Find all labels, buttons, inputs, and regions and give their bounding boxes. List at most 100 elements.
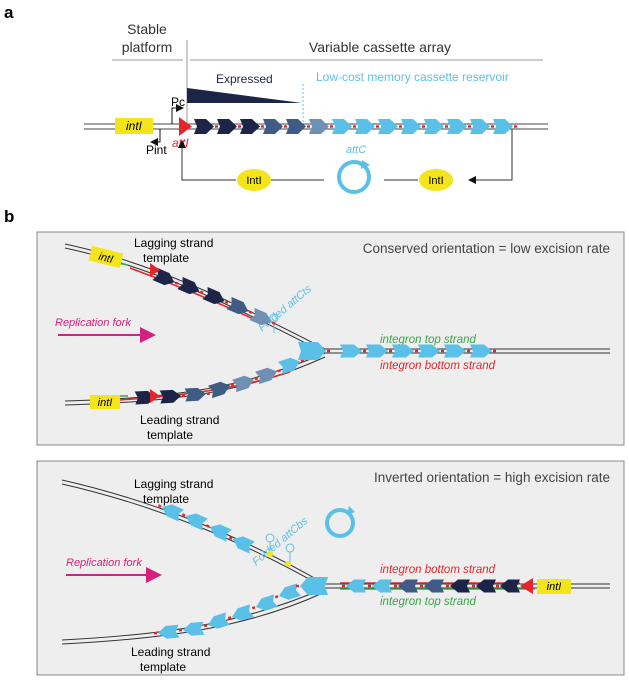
box1-lagging-label-2: template bbox=[143, 251, 189, 265]
box1-right-cassette-3 bbox=[418, 344, 440, 358]
box1-leading-cassette-1-attC-mark bbox=[181, 394, 186, 398]
box1-top-strand-label: integron top strand bbox=[380, 334, 477, 346]
box2-right-cassette-1 bbox=[372, 579, 392, 593]
box-inverted-bg bbox=[36, 460, 625, 676]
cassette-a-1-attC-mark bbox=[238, 125, 241, 128]
cassette-a-1 bbox=[217, 119, 237, 134]
loop-right-arrow bbox=[468, 129, 513, 184]
box1-lagging-cassette-3 bbox=[226, 297, 249, 315]
box2-excised-circle bbox=[325, 508, 355, 538]
box1-leading-cassette-2 bbox=[184, 387, 206, 402]
box1-leading-cassette-4 bbox=[231, 375, 254, 393]
box1-right-cassette-3-attC-mark bbox=[441, 349, 444, 353]
box1-lagging-cassette-4 bbox=[249, 308, 272, 326]
box2-right-cassette-0-attC-mark bbox=[342, 584, 345, 588]
stable-platform-label-1: Stable bbox=[127, 21, 167, 37]
box2-right-cassette-5 bbox=[476, 579, 496, 593]
box1-leading-cassette-2-attC-mark bbox=[206, 392, 211, 396]
box2-right-cassette-6-attC-mark bbox=[496, 584, 499, 588]
cassette-a-10 bbox=[424, 119, 444, 134]
box2-leading-cassette-0 bbox=[158, 624, 180, 639]
box2-lagging-cassette-0 bbox=[162, 504, 184, 522]
box2-lagging-cassette-1-attC-mark bbox=[181, 513, 186, 517]
box1-leading-label-1: Leading strand bbox=[140, 413, 219, 427]
cassette-a-2 bbox=[240, 119, 260, 134]
cassette-a-2-attC-mark bbox=[261, 125, 264, 128]
box1-attI-1 bbox=[150, 389, 160, 403]
box2-right-cassette-6 bbox=[500, 579, 520, 593]
box1-right-cassette-2 bbox=[392, 344, 414, 358]
box2-right-cassette-5-attC-mark bbox=[472, 584, 475, 588]
box1-lagging-cassette-3-attC-mark bbox=[248, 310, 253, 314]
cassette-a-5-attC-mark bbox=[330, 125, 333, 128]
box1-right-cassette-5 bbox=[470, 344, 492, 358]
box1-fork-label: Replication fork bbox=[55, 317, 131, 329]
box2-leading-label-1: Leading strand bbox=[131, 645, 210, 659]
box1-intI-lower: intI bbox=[90, 395, 120, 409]
box1-right-cassette-5-attC-mark bbox=[493, 349, 496, 353]
box2-bottom-strand-label: integron bottom strand bbox=[380, 564, 496, 576]
cassette-a-9-attC-mark bbox=[422, 125, 425, 128]
box1-lagging-cassette-0-attC-mark bbox=[174, 281, 179, 285]
box2-leading-cassette-5-attC-mark bbox=[274, 595, 279, 599]
box1-right-cassette-1 bbox=[366, 344, 388, 358]
cassette-a-8 bbox=[378, 119, 398, 134]
cassette-a-13-attC-mark bbox=[514, 125, 517, 128]
expression-gradient bbox=[187, 88, 302, 103]
box-inverted: Inverted orientation = high excision rat… bbox=[36, 460, 625, 676]
pc-label: Pc bbox=[171, 95, 185, 109]
intI-protein-2 bbox=[419, 169, 453, 191]
box1-right-cassette-1-attC-mark bbox=[389, 349, 392, 353]
panel-a: a Stable platform Variable cassette arra… bbox=[4, 3, 548, 194]
cassette-a-13 bbox=[493, 119, 513, 134]
cassette-a-8-attC-mark bbox=[399, 125, 402, 128]
box1-right-cassette-2-attC-mark bbox=[415, 349, 418, 353]
box2-right-cassette-4-attC-mark bbox=[446, 584, 449, 588]
box1-leading-cassette-5-attC-mark bbox=[277, 369, 282, 373]
box1-leading-cassette-5 bbox=[254, 367, 277, 385]
box2-leading-cassette-2-attC-mark bbox=[203, 624, 208, 628]
box1-bottom-strand-label: integron bottom strand bbox=[380, 360, 496, 372]
intI-protein-1-label: IntI bbox=[246, 175, 261, 187]
box2-leading-cassette-3 bbox=[232, 604, 254, 621]
box1-attI-0 bbox=[150, 263, 160, 277]
box2-fork-cassette bbox=[300, 577, 328, 595]
box2-lagging-cassette-2 bbox=[210, 524, 232, 542]
box2-right-cassette-0 bbox=[346, 579, 366, 593]
box2-lagging-label-1: Lagging strand bbox=[134, 477, 213, 491]
box2-attI bbox=[520, 578, 533, 594]
box2-title: Inverted orientation = high excision rat… bbox=[374, 470, 610, 485]
cassette-a-3-attC-mark bbox=[284, 125, 287, 128]
cassette-a-10-attC-mark bbox=[445, 125, 448, 128]
attI-site bbox=[179, 117, 192, 136]
box1-cassettes bbox=[134, 263, 496, 405]
box2-leading-cassette-5 bbox=[279, 583, 301, 600]
attI-label: attI bbox=[172, 136, 189, 150]
box2-leading-cassette-2 bbox=[208, 612, 230, 629]
box1-title: Conserved orientation = low excision rat… bbox=[363, 241, 610, 256]
box2-lagging-cassette-2-attC-mark bbox=[205, 524, 210, 528]
box1-lagging-cassette-4-attC-mark bbox=[271, 321, 276, 325]
svg-text:intI: intI bbox=[547, 581, 562, 593]
box1-leading-cassette-6 bbox=[277, 357, 300, 375]
box2-right-cassette-2 bbox=[398, 579, 418, 593]
box2-intI: intI bbox=[537, 579, 571, 594]
box2-right-cassette-4 bbox=[450, 579, 470, 593]
cassette-a-4 bbox=[286, 119, 306, 134]
panel-b-letter: b bbox=[4, 207, 14, 226]
box2-leading-label-2: template bbox=[140, 660, 186, 674]
box2-cassettes bbox=[153, 504, 520, 639]
box1-leading-cassette-4-attC-mark bbox=[254, 377, 259, 381]
box1-leading-cassette-1 bbox=[159, 389, 181, 404]
pc-promoter-arrow bbox=[171, 104, 184, 124]
box2-right-cassette-1-attC-mark bbox=[368, 584, 371, 588]
box2-right-cassette-2-attC-mark bbox=[394, 584, 397, 588]
box1-lagging-cassette-2-attC-mark bbox=[224, 300, 229, 304]
pint-promoter-arrow bbox=[150, 129, 161, 146]
box2-right-cassette-3-attC-mark bbox=[420, 584, 423, 588]
box2-top-strand-label: integron top strand bbox=[380, 596, 477, 608]
box1-fork-cassette bbox=[298, 342, 326, 360]
cassette-array-a bbox=[194, 119, 517, 134]
box-conserved: Conserved orientation = low excision rat… bbox=[36, 231, 625, 446]
box2-lagging-label-2: template bbox=[143, 492, 189, 506]
